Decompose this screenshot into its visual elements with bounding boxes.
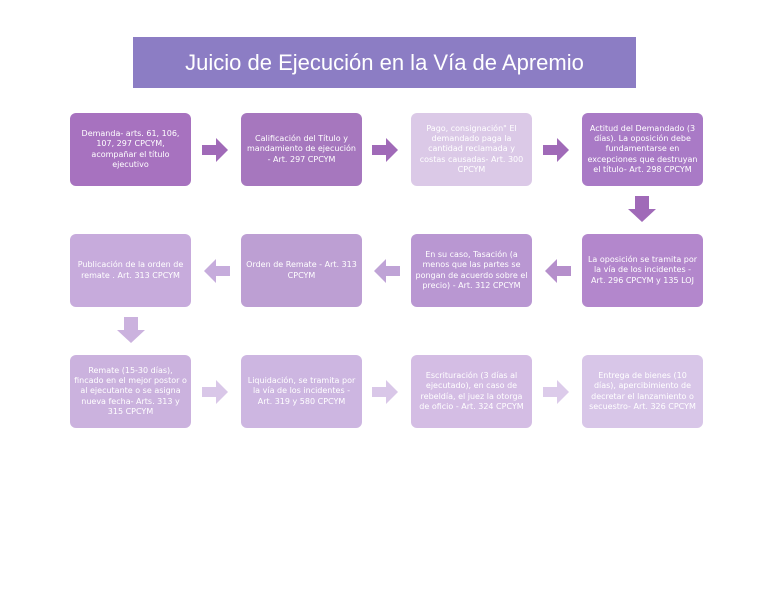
arrow-right-icon	[543, 380, 569, 404]
diagram-title-text: Juicio de Ejecución en la Vía de Apremio	[185, 49, 584, 75]
step-entrega-bienes: Entrega de bienes (10 días), apercibimie…	[582, 355, 703, 428]
diagram-title: Juicio de Ejecución en la Vía de Apremio	[133, 37, 636, 88]
step-remate: Remate (15-30 días), fincado en el mejor…	[70, 355, 191, 428]
step-demanda: Demanda- arts. 61, 106, 107, 297 CPCYM, …	[70, 113, 191, 186]
step-liquidacion: Liquidación, se tramita por la vía de lo…	[241, 355, 362, 428]
arrow-down-icon	[117, 317, 145, 343]
arrow-left-icon	[545, 259, 571, 283]
step-calificacion-titulo: Calificación del Título y mandamiento de…	[241, 113, 362, 186]
arrow-right-icon	[202, 380, 228, 404]
arrow-right-icon	[372, 138, 398, 162]
step-orden-remate: Orden de Remate - Art. 313 CPCYM	[241, 234, 362, 307]
step-actitud-demandado: Actitud del Demandado (3 días). La oposi…	[582, 113, 703, 186]
arrow-down-icon	[628, 196, 656, 222]
arrow-right-icon	[543, 138, 569, 162]
step-pago-consignacion: Pago, consignación" El demandado paga la…	[411, 113, 532, 186]
step-oposicion-incidentes: La oposición se tramita por la vía de lo…	[582, 234, 703, 307]
step-publicacion-orden: Publicación de la orden de remate . Art.…	[70, 234, 191, 307]
arrow-right-icon	[372, 380, 398, 404]
arrow-left-icon	[374, 259, 400, 283]
arrow-left-icon	[204, 259, 230, 283]
step-tasacion: En su caso, Tasación (a menos que las pa…	[411, 234, 532, 307]
arrow-right-icon	[202, 138, 228, 162]
step-escrituracion: Escrituración (3 días al ejecutado), en …	[411, 355, 532, 428]
